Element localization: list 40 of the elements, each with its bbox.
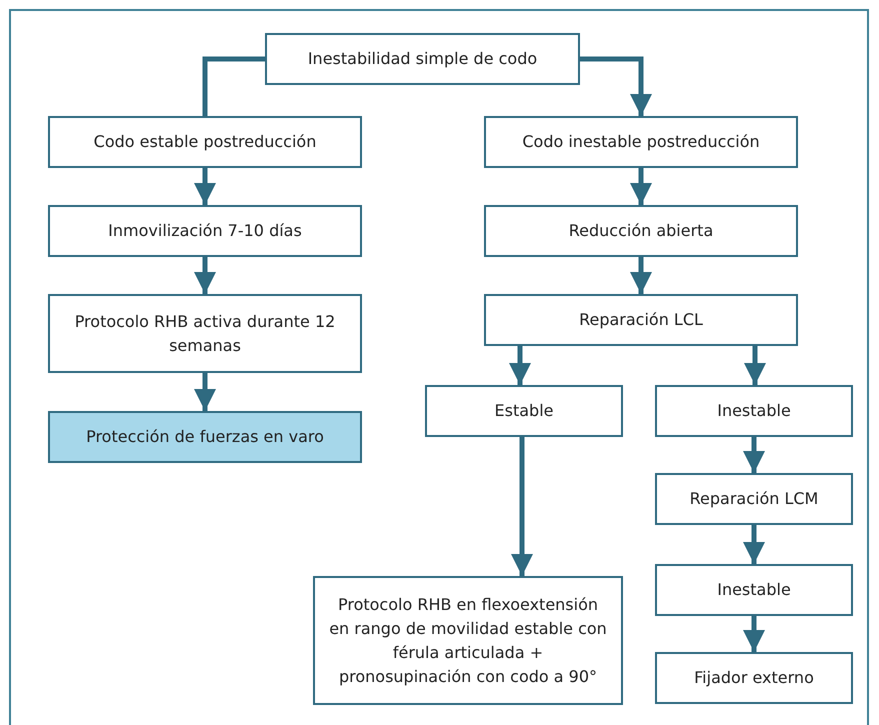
box-label: Inestable [717,579,791,601]
box-label: Reparación LCL [579,309,703,331]
process-box [484,294,798,346]
box-label: Estable [494,400,554,422]
process-box [655,385,853,437]
process-box [48,411,362,463]
arrow [511,437,533,576]
box-label: Protección de fuerzas en varo [86,426,324,448]
process-box [655,564,853,616]
process-box [265,33,580,85]
box-label: Inmovilización 7-10 días [108,220,302,242]
process-box [425,385,623,437]
box-label: Codo inestable postreducción [522,131,760,153]
box-label: Inestabilidad simple de codo [308,48,538,70]
arrow [194,373,216,411]
box-label: Inestable [717,400,791,422]
box-label: Reducción abierta [568,220,714,242]
process-box [484,116,798,168]
process-box [48,205,362,257]
arrow [744,346,766,385]
process-box [484,205,798,257]
arrow [194,257,216,294]
arrow [743,525,765,564]
arrow [580,56,652,116]
process-box [655,652,853,704]
arrow [194,168,216,205]
process-box [48,116,362,168]
box-label: Reparación LCM [690,488,818,510]
arrow [743,616,765,652]
process-box [48,294,362,373]
box-label: Protocolo RHB activa durante 12 semanas [74,310,336,356]
box-label: Codo estable postreducción [94,131,316,153]
process-box [655,473,853,525]
arrow [630,168,652,205]
process-box [313,576,623,705]
box-label: Protocolo RHB en flexoextensión en rango de movilidad estable con férula articulada + pronosupinación con codo a 90° [328,594,608,688]
arrow [630,257,652,294]
box-label: Fijador externo [694,667,814,689]
arrow [509,346,531,385]
arrow [743,437,765,473]
